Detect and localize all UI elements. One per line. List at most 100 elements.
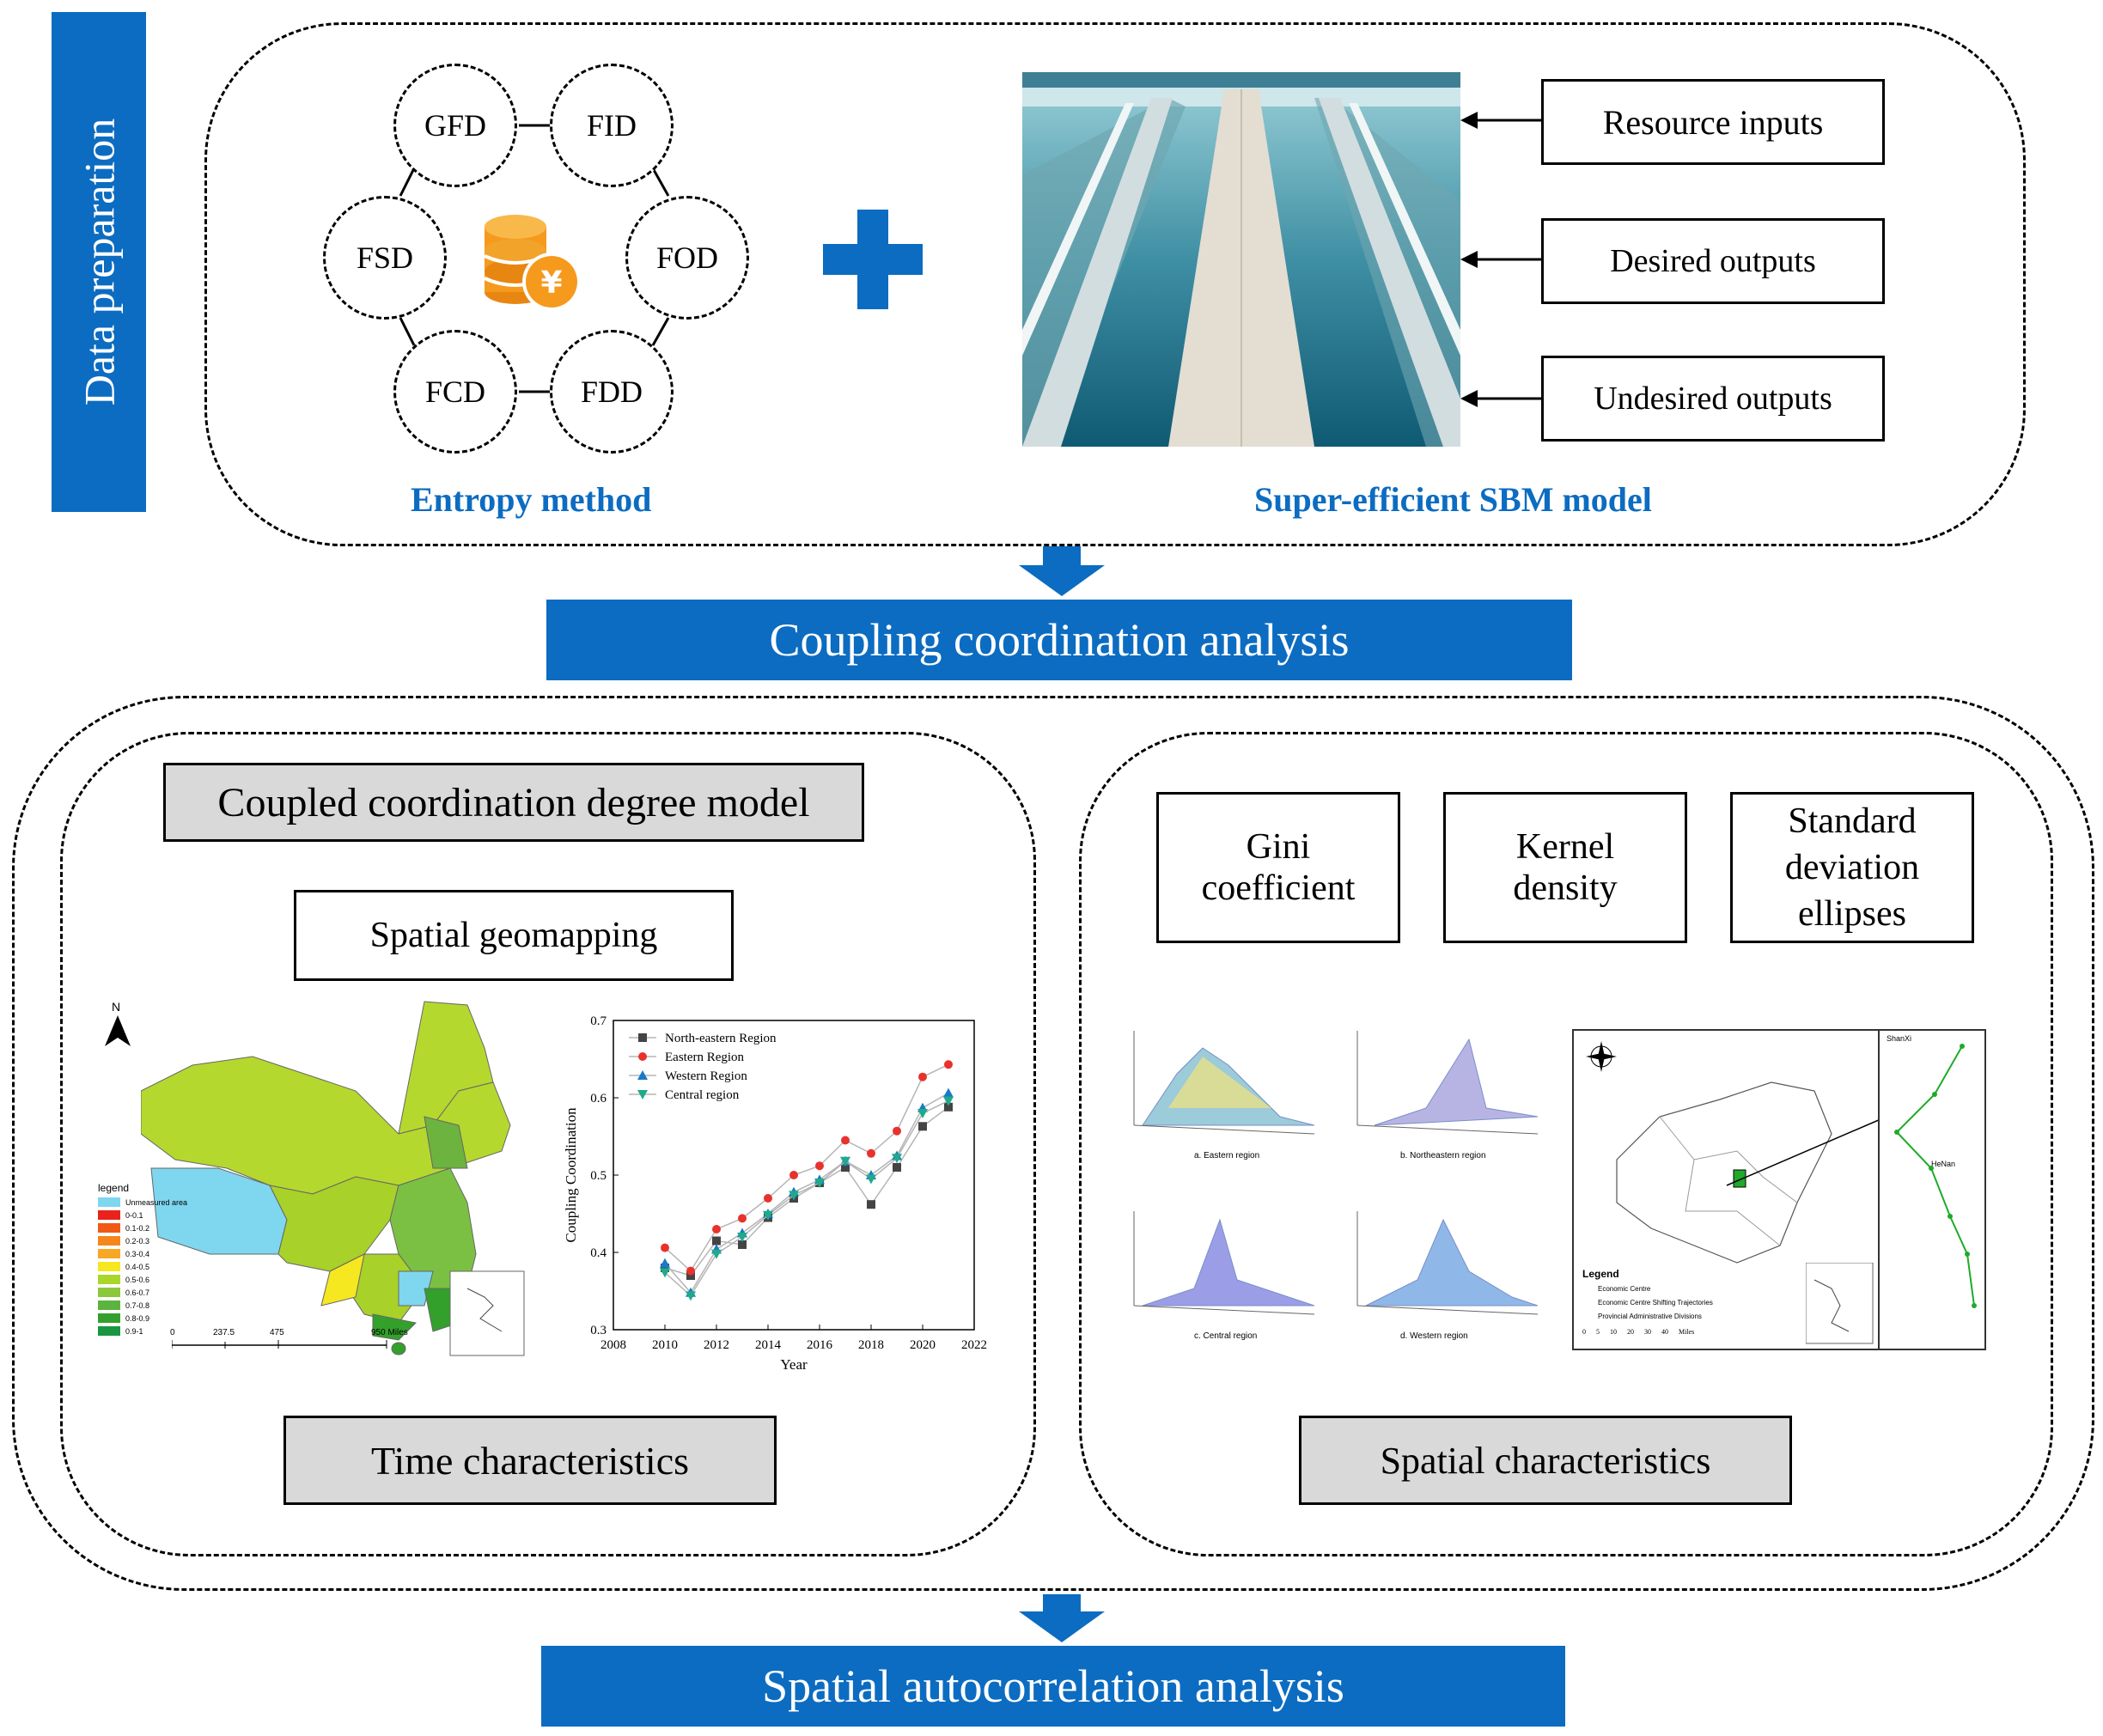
x-tick-label: 2018 [858, 1338, 884, 1352]
sbm-arrows [1460, 112, 1543, 407]
ellipse-scale-tick: 0 [1582, 1328, 1586, 1336]
y-axis-label: Coupling Coordination [563, 1107, 579, 1243]
gini-coefficient-label: Gini coefficient [1201, 827, 1356, 908]
data-point [918, 1072, 927, 1081]
data-point [661, 1264, 669, 1272]
kd-label-eastern: a. Eastern region [1194, 1151, 1260, 1160]
x-tick-label: 2020 [910, 1338, 936, 1352]
legend-swatch [98, 1236, 120, 1246]
data-point [892, 1154, 902, 1164]
map-legend-item: 0.2-0.3 [98, 1234, 187, 1247]
data-point [918, 1122, 927, 1131]
legend-label: 0.2-0.3 [125, 1236, 150, 1246]
data-point [712, 1236, 721, 1246]
x-tick-label: 2012 [704, 1338, 729, 1352]
x-tick-label: 2008 [600, 1338, 626, 1352]
node-fid: FID [550, 64, 674, 187]
legend-label: 0.8-0.9 [125, 1313, 150, 1323]
north-indicator-letter: N [112, 1000, 121, 1014]
data-preparation-label: Data preparation [52, 12, 146, 512]
spatial-geomapping-box: Spatial geomapping [294, 890, 734, 981]
data-point [867, 1148, 875, 1158]
x-tick-label: 2016 [807, 1338, 833, 1352]
legend-label: 0.4-0.5 [125, 1262, 150, 1271]
legend-swatch [98, 1288, 120, 1297]
data-point [660, 1268, 670, 1278]
data-point [660, 1258, 670, 1268]
north-arrow-icon [105, 1015, 131, 1046]
data-point [841, 1136, 850, 1145]
sbm-model-label: Super-efficient SBM model [1254, 480, 1652, 519]
resource-inputs-box: Resource inputs [1541, 79, 1885, 165]
ellipse-scale-tick: 20 [1627, 1328, 1634, 1336]
legend-label: 0.9-1 [125, 1326, 143, 1336]
map-legend-item: 0.3-0.4 [98, 1247, 187, 1260]
node-fcd: FCD [393, 330, 517, 454]
data-point [661, 1243, 669, 1252]
kd-label-northeastern: b. Northeastern region [1400, 1151, 1486, 1160]
data-point [944, 1102, 953, 1112]
data-point [637, 1090, 648, 1099]
data-point [738, 1240, 747, 1249]
scale-label-0: 0 [170, 1328, 175, 1337]
coin-stack-icon: ¥ [484, 215, 581, 311]
map-legend-item: 0-0.1 [98, 1209, 187, 1221]
data-point [764, 1194, 772, 1203]
ellipse-scale-tick: 5 [1596, 1328, 1600, 1336]
kernel-density-grid: a. Eastern region b. Northeastern region… [1117, 1022, 1546, 1366]
water-treatment-photo [1022, 72, 1460, 447]
map-legend-item: 0.4-0.5 [98, 1260, 187, 1273]
ellipse-scale-unit: Miles [1679, 1328, 1695, 1336]
series-line [664, 1092, 949, 1294]
kd-label-central: c. Central region [1194, 1331, 1258, 1341]
legend-label: Western Region [665, 1069, 747, 1083]
kernel-density-label: Kernel density [1513, 827, 1618, 908]
data-point [686, 1271, 695, 1280]
data-point [712, 1225, 721, 1233]
undesired-outputs-box: Undesired outputs [1541, 356, 1885, 442]
spatial-autocorrelation-bar: Spatial autocorrelation analysis [541, 1646, 1565, 1727]
map-legend-item: 0.1-0.2 [98, 1221, 187, 1234]
data-point [686, 1291, 696, 1301]
map-legend-title: legend [98, 1182, 130, 1194]
standard-deviation-ellipses-box: Standard deviation ellipses [1730, 792, 1974, 943]
data-point [763, 1210, 773, 1221]
entropy-method-label: Entropy method [411, 480, 652, 519]
legend-label: Central region [665, 1088, 740, 1102]
y-tick-label: 0.7 [590, 1014, 607, 1028]
kd-plot-northeastern [1356, 1031, 1539, 1135]
data-prep-frame [204, 22, 2026, 546]
x-tick-label: 2022 [961, 1338, 987, 1352]
data-point [943, 1087, 954, 1098]
kd-plot-central [1133, 1211, 1315, 1315]
ellipse-scale-tick: 40 [1661, 1328, 1668, 1336]
data-point [738, 1214, 747, 1223]
data-point [814, 1179, 825, 1188]
legend-label: 0.5-0.6 [125, 1275, 150, 1284]
inset-south-sea [1806, 1263, 1874, 1344]
kd-plot-western [1356, 1211, 1539, 1315]
time-characteristics-box: Time characteristics [283, 1416, 777, 1505]
legend-swatch [98, 1210, 120, 1220]
legend-swatch [98, 1313, 120, 1323]
inset-label-shanxi: ShanXi [1887, 1034, 1912, 1043]
map-legend-item: 0.7-0.8 [98, 1299, 187, 1312]
data-point [637, 1070, 648, 1080]
legend-label: 0-0.1 [125, 1210, 143, 1220]
map-legend-item: 0.6-0.7 [98, 1286, 187, 1299]
centre-shift-trajectory [1894, 1044, 1977, 1308]
scale-label-1: 237.5 [213, 1328, 235, 1337]
node-gfd: GFD [393, 64, 517, 187]
coupling-coordination-bar: Coupling coordination analysis [546, 600, 1572, 680]
ellipse-legend-item-3: Provincial Administrative Divisions [1598, 1313, 1702, 1320]
spatial-characteristics-box: Spatial characteristics [1299, 1416, 1792, 1505]
compass-icon [1586, 1041, 1617, 1072]
gini-coefficient-box: Gini coefficient [1156, 792, 1400, 943]
legend-swatch [98, 1249, 120, 1258]
y-tick-label: 0.4 [590, 1246, 607, 1260]
left-panel-frame [60, 732, 1036, 1556]
